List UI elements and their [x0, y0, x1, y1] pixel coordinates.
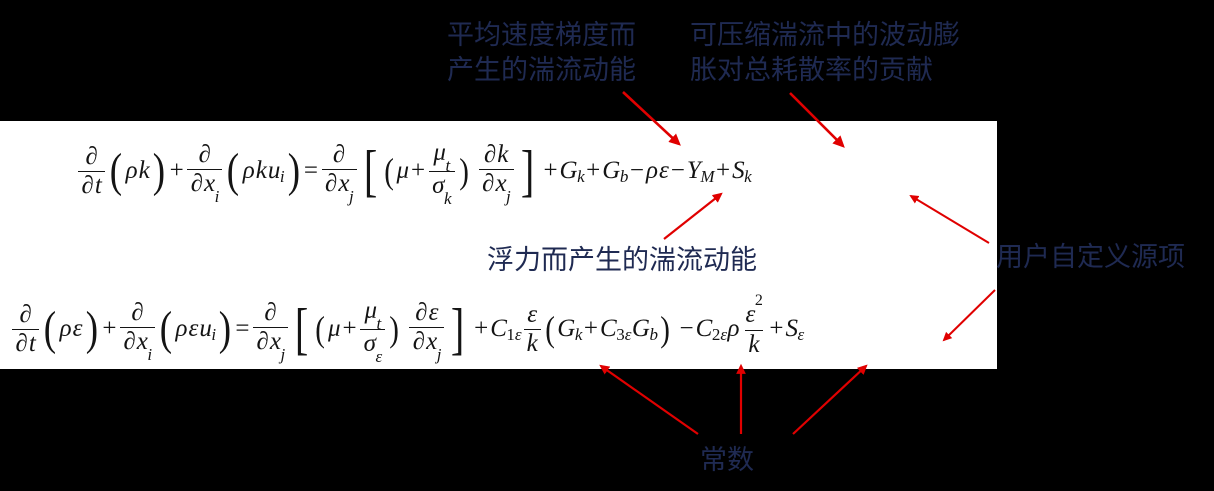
C3epsilon-term: C — [600, 315, 617, 343]
Sk-term: S — [732, 157, 745, 185]
open-paren: ( — [44, 303, 57, 356]
mut-over-sigmak: μt σk — [428, 139, 455, 208]
open-bracket: [ — [363, 139, 377, 203]
open-paren: ( — [315, 308, 326, 349]
Gk-term: G — [557, 315, 576, 343]
k-symbol: k — [255, 157, 267, 185]
Gb-term: G — [631, 315, 650, 343]
close-paren: ) — [389, 308, 400, 349]
open-paren: ( — [384, 150, 394, 191]
epsilon-symbol: ε — [72, 315, 83, 343]
partial-epsilon-over-partial-xj: ∂ε ∂xj — [409, 299, 445, 364]
annotation-user-defined-source: 用户自定义源项 — [996, 242, 1185, 272]
minus-operator: − — [629, 157, 644, 185]
open-bracket: [ — [295, 297, 309, 361]
partial-xi-fraction: ∂ ∂xi — [119, 299, 156, 364]
close-bracket: ] — [520, 139, 535, 203]
partial-symbol: ∂ — [85, 142, 98, 170]
epsilon-squared-over-k: ε2 k — [745, 291, 763, 358]
close-paren: ) — [287, 145, 300, 198]
Gb-term: G — [602, 157, 621, 185]
rho-symbol: ρ — [59, 315, 72, 343]
open-paren: ( — [544, 308, 555, 349]
partial-t-fraction: ∂ ∂t — [12, 301, 40, 358]
plus-operator: + — [169, 157, 184, 185]
mu-symbol: μ — [396, 157, 409, 185]
k-symbol: k — [138, 157, 150, 185]
epsilon-over-k: ε k — [523, 301, 541, 358]
annotation-compressible-dilatation: 可压缩湍流中的波动膨 胀对总耗散率的贡献 — [690, 20, 960, 85]
close-paren: ) — [660, 308, 670, 349]
rho-symbol: ρ — [125, 157, 138, 185]
partial-t-denominator: ∂t — [78, 170, 106, 199]
rho-epsilon-term: ρ — [645, 157, 658, 185]
YM-term: Y — [686, 157, 701, 185]
Sepsilon-term: S — [785, 315, 799, 343]
mut-over-sigmaepsilon: μt σε — [360, 297, 386, 366]
annotation-mean-velocity-gradient: 平均速度梯度而 产生的湍流动能 — [447, 20, 636, 85]
close-paren: ) — [152, 145, 166, 198]
partial-xi-fraction: ∂ ∂xi — [187, 140, 223, 206]
partial-t-fraction: ∂ ∂t — [78, 142, 106, 200]
partial-xj-fraction: ∂ ∂xj — [321, 141, 357, 206]
annotation-constants: 常数 — [700, 445, 754, 475]
annotation-buoyancy-tke: 浮力而产生的湍流动能 — [487, 245, 757, 275]
C1epsilon-term: C — [490, 315, 507, 343]
equals-operator: = — [303, 157, 318, 185]
close-bracket: ] — [451, 297, 465, 361]
open-paren: ( — [227, 145, 240, 198]
partial-k-over-partial-xj: ∂k ∂xj — [478, 141, 514, 206]
partial-symbol: ∂ — [198, 140, 211, 168]
Gk-term: G — [559, 157, 578, 185]
C2epsilon-term: C — [695, 315, 713, 343]
arrow-to-C2epsilon — [792, 364, 868, 435]
u-symbol: u — [267, 157, 281, 185]
arrow-to-C1epsilon — [599, 364, 699, 435]
close-paren: ) — [218, 303, 232, 356]
partial-xj-fraction: ∂ ∂xj — [253, 299, 289, 364]
open-paren: ( — [110, 145, 123, 198]
close-paren: ) — [458, 150, 469, 191]
open-paren: ( — [159, 303, 173, 356]
close-paren: ) — [85, 303, 99, 356]
partial-xi-denominator: ∂xi — [187, 169, 223, 206]
rho-symbol: ρ — [242, 157, 255, 185]
